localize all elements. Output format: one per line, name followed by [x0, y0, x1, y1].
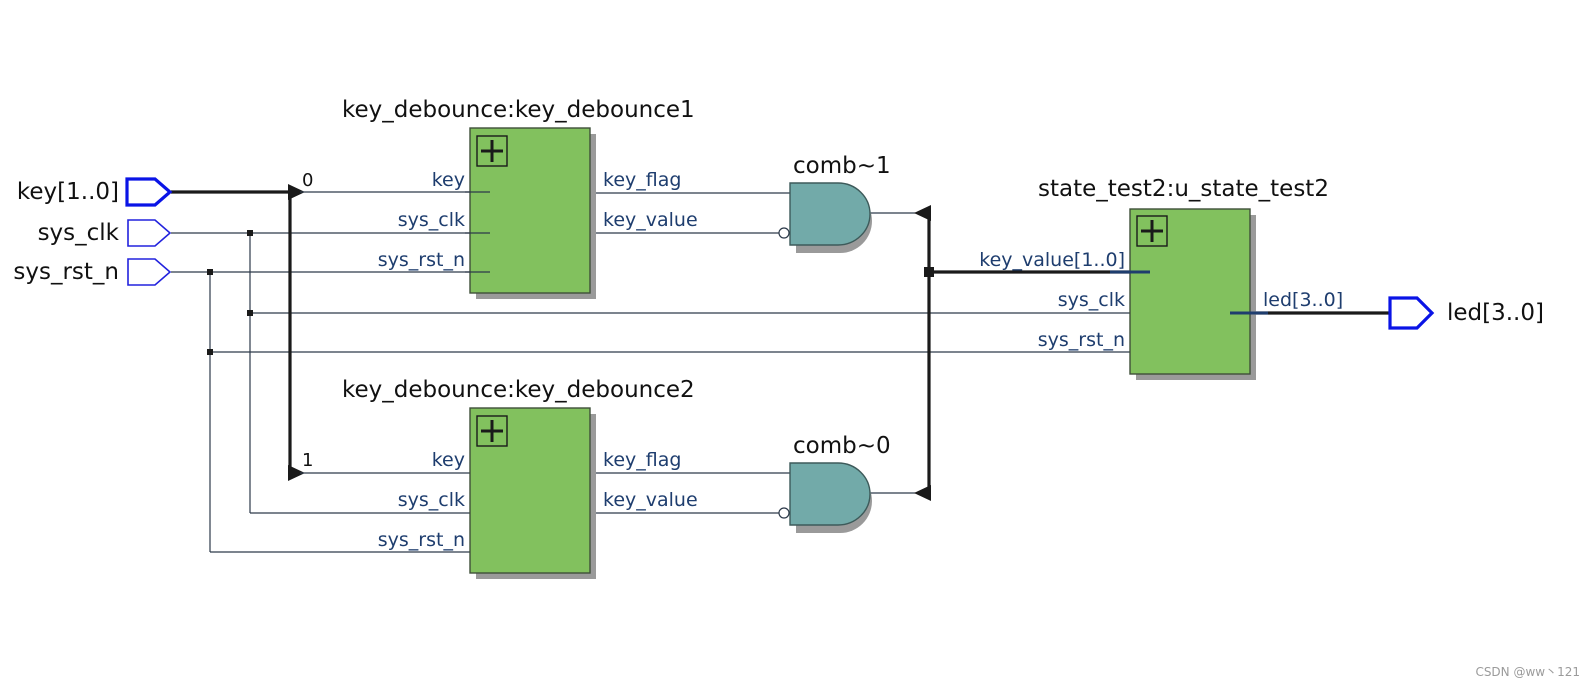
bus-index-1: 1	[302, 450, 313, 471]
port-key-symbol[interactable]	[125, 177, 173, 207]
key-debounce1-pin-key: key	[432, 169, 465, 191]
port-led-symbol[interactable]	[1388, 296, 1435, 330]
bus-ripper-0	[288, 184, 305, 200]
junction-sys-clk-1	[247, 230, 253, 236]
state-test2-block[interactable]	[1129, 208, 1256, 380]
key-debounce2-title: key_debounce:key_debounce2	[342, 377, 695, 403]
and-gate-comb0[interactable]	[778, 462, 872, 533]
port-sys-rst-symbol[interactable]	[127, 258, 172, 286]
port-sys-clk-symbol[interactable]	[127, 219, 172, 247]
state-test2-pin-sys-clk: sys_clk	[1058, 289, 1125, 311]
key-debounce2-pin-key-value: key_value	[603, 489, 698, 511]
junction-sys-clk-2	[247, 310, 253, 316]
state-test2-pin-key-value: key_value[1..0]	[979, 249, 1125, 271]
port-sys-clk-label: sys_clk	[38, 220, 120, 246]
bus-junction	[924, 267, 934, 277]
bus-merge-1	[914, 205, 931, 221]
comb0-label: comb~0	[793, 433, 891, 459]
port-led-label: led[3..0]	[1447, 300, 1544, 326]
and-gate-comb1[interactable]	[778, 182, 872, 253]
key-debounce2-pin-key: key	[432, 449, 465, 471]
key-debounce2-pin-sys-clk: sys_clk	[398, 489, 465, 511]
bus-ripper-1	[288, 465, 305, 481]
key-debounce2-pin-key-flag: key_flag	[603, 449, 681, 471]
comb1-label: comb~1	[793, 153, 891, 179]
port-sys-rst-label: sys_rst_n	[13, 259, 119, 285]
junction-sys-rst-2	[207, 349, 213, 355]
key-debounce1-pin-key-flag: key_flag	[603, 169, 681, 191]
junction-sys-rst-1	[207, 269, 213, 275]
key-debounce1-pin-key-value: key_value	[603, 209, 698, 231]
bus-merge-0	[914, 485, 931, 501]
watermark: CSDN @ww丶121	[1475, 665, 1580, 679]
key-debounce2-block[interactable]	[469, 407, 596, 579]
state-test2-pin-sys-rst-n: sys_rst_n	[1038, 329, 1125, 351]
key-debounce1-pin-sys-clk: sys_clk	[398, 209, 465, 231]
bus-index-0: 0	[302, 170, 313, 191]
port-key-label: key[1..0]	[17, 179, 119, 205]
key-debounce1-pin-sys-rst-n: sys_rst_n	[378, 249, 465, 271]
key-debounce1-block[interactable]	[465, 127, 596, 299]
key-debounce2-pin-sys-rst-n: sys_rst_n	[378, 529, 465, 551]
inverter-bubble	[778, 507, 790, 519]
state-test2-title: state_test2:u_state_test2	[1038, 176, 1329, 202]
inverter-bubble	[778, 227, 790, 239]
state-test2-pin-led: led[3..0]	[1263, 289, 1343, 311]
key-debounce1-title: key_debounce:key_debounce1	[342, 97, 695, 123]
